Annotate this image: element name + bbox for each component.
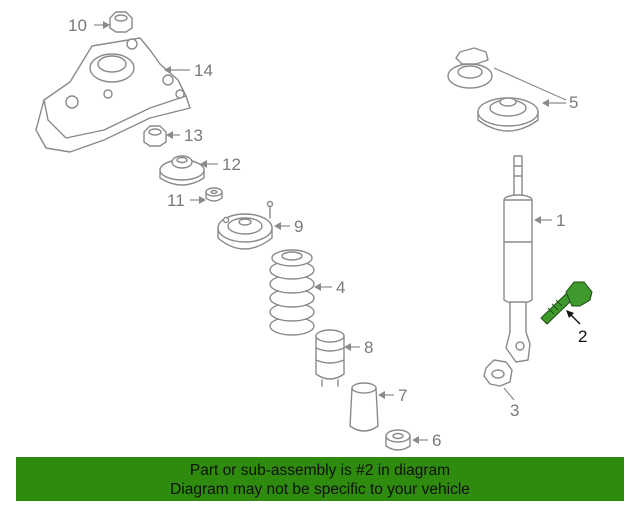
callout-1: 1 bbox=[556, 211, 565, 230]
callout-2: 2 bbox=[578, 327, 587, 346]
callout-7: 7 bbox=[398, 386, 407, 405]
callout-11: 11 bbox=[167, 191, 185, 210]
part-8-bump-stop[interactable] bbox=[315, 329, 345, 387]
leader-3 bbox=[503, 387, 515, 401]
part-1-shock-absorber[interactable] bbox=[503, 155, 533, 363]
arrowhead-5 bbox=[542, 99, 549, 107]
callout-8: 8 bbox=[364, 338, 373, 357]
arrowhead-1 bbox=[534, 216, 541, 224]
callout-14: 14 bbox=[194, 61, 213, 80]
arrowhead-9 bbox=[274, 222, 281, 230]
arrowhead-11 bbox=[199, 196, 206, 204]
arrowhead-2 bbox=[566, 310, 574, 318]
part-5-spring-seats[interactable] bbox=[447, 47, 539, 132]
part-12-bearing[interactable] bbox=[159, 155, 205, 186]
callout-13: 13 bbox=[184, 126, 203, 145]
callout-10: 10 bbox=[68, 16, 87, 35]
info-banner: Part or sub-assembly is #2 in diagram Di… bbox=[16, 457, 624, 501]
part-4-bump-stop-boot[interactable] bbox=[269, 249, 315, 336]
callout-9: 9 bbox=[294, 217, 303, 236]
part-7-dust-boot[interactable] bbox=[349, 382, 379, 432]
arrowhead-12 bbox=[200, 160, 207, 168]
callout-4: 4 bbox=[336, 278, 345, 297]
callout-12: 12 bbox=[222, 155, 241, 174]
leader-5a bbox=[493, 67, 567, 101]
arrowhead-14 bbox=[164, 66, 171, 74]
part-2-bolt-highlighted[interactable] bbox=[540, 281, 593, 325]
part-11-washer[interactable] bbox=[205, 187, 223, 202]
arrowhead-13 bbox=[166, 131, 173, 139]
banner-line-1: Part or sub-assembly is #2 in diagram bbox=[189, 462, 451, 479]
callout-5: 5 bbox=[569, 93, 578, 112]
callout-3: 3 bbox=[510, 401, 519, 420]
arrowhead-4 bbox=[314, 283, 321, 291]
part-9-spring-seat[interactable] bbox=[217, 200, 274, 250]
arrowhead-6 bbox=[412, 436, 419, 444]
part-10-nut[interactable] bbox=[109, 11, 133, 33]
arrowhead-10 bbox=[103, 21, 110, 29]
arrowhead-8 bbox=[344, 343, 351, 351]
part-14-strut-mount[interactable] bbox=[35, 37, 191, 153]
banner-line-2: Diagram may not be specific to your vehi… bbox=[170, 481, 470, 498]
callout-6: 6 bbox=[432, 431, 441, 450]
part-3-nut[interactable] bbox=[483, 359, 513, 387]
part-13-nut[interactable] bbox=[143, 125, 167, 147]
part-6-bushing[interactable] bbox=[385, 429, 411, 451]
arrowhead-7 bbox=[378, 391, 385, 399]
leader-2 bbox=[569, 313, 581, 325]
